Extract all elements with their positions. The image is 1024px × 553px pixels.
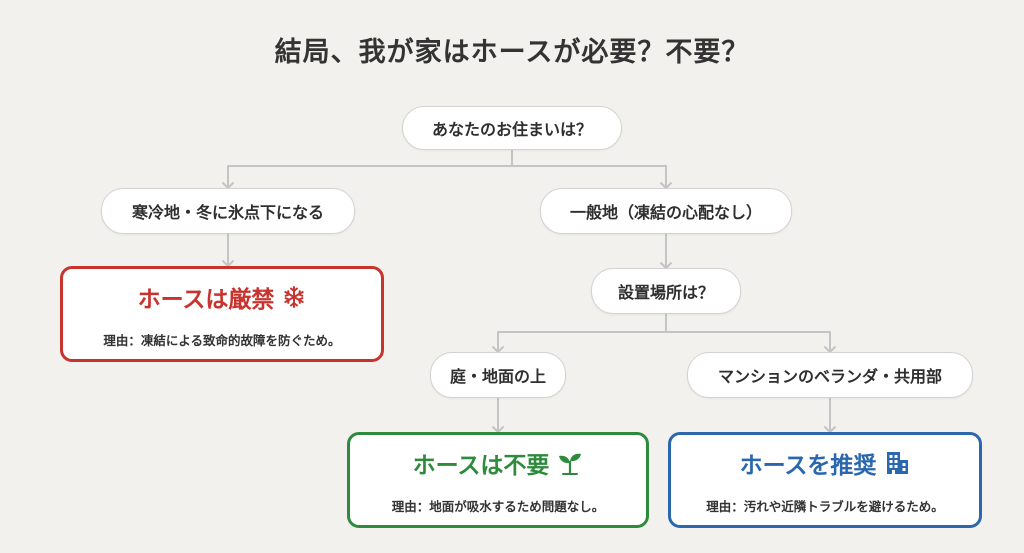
question-location-label: 設置場所は？ (617, 283, 714, 302)
connector-residence-split (227, 149, 667, 189)
question-residence-label: あなたのお住まいは？ (431, 120, 592, 139)
result-unneeded-reason: 理由：地面が吸水するため問題なし。 (391, 498, 605, 514)
apartment-label: マンションのベランダ・共用部 (717, 367, 942, 386)
result-recommended-box: ホースを推奨 理由：汚れや近隣トラブルを避けるため。 (668, 432, 982, 528)
building-icon (887, 451, 909, 474)
general-region-node: 一般地（凍結の心配なし） (540, 188, 792, 234)
result-unneeded-heading-text: ホースは不要 (412, 452, 550, 479)
result-recommended-reason: 理由：汚れや近隣トラブルを避けるため。 (706, 498, 944, 514)
sprout-icon (559, 453, 582, 475)
snowflake-icon (284, 285, 305, 308)
connector-location-split (497, 313, 831, 353)
question-residence-node: あなたのお住まいは？ (402, 106, 622, 150)
result-banned-reason: 理由：凍結による致命的故障を防ぐため。 (103, 332, 341, 348)
result-banned-heading: ホースは厳禁 (138, 280, 307, 314)
question-location-node: 設置場所は？ (591, 268, 741, 314)
diagram-title: 結局、我が家はホースが必要？不要？ (274, 37, 750, 68)
garden-node: 庭・地面の上 (430, 352, 566, 398)
result-recommended-heading-text: ホースを推奨 (739, 452, 877, 479)
general-region-label: 一般地（凍結の心配なし） (569, 203, 762, 222)
result-unneeded-heading: ホースは不要 (413, 446, 584, 480)
cold-region-label: 寒冷地・冬に氷点下になる (131, 203, 324, 222)
cold-region-node: 寒冷地・冬に氷点下になる (101, 188, 355, 234)
result-recommended-heading: ホースを推奨 (740, 446, 911, 480)
result-banned-heading-text: ホースは厳禁 (137, 286, 275, 313)
result-banned-box: ホースは厳禁 理由：凍結による致命的故障を防ぐため。 (60, 266, 384, 362)
garden-label: 庭・地面の上 (449, 367, 546, 386)
apartment-node: マンションのベランダ・共用部 (687, 352, 973, 398)
result-unneeded-box: ホースは不要 理由：地面が吸水するため問題なし。 (347, 432, 649, 528)
